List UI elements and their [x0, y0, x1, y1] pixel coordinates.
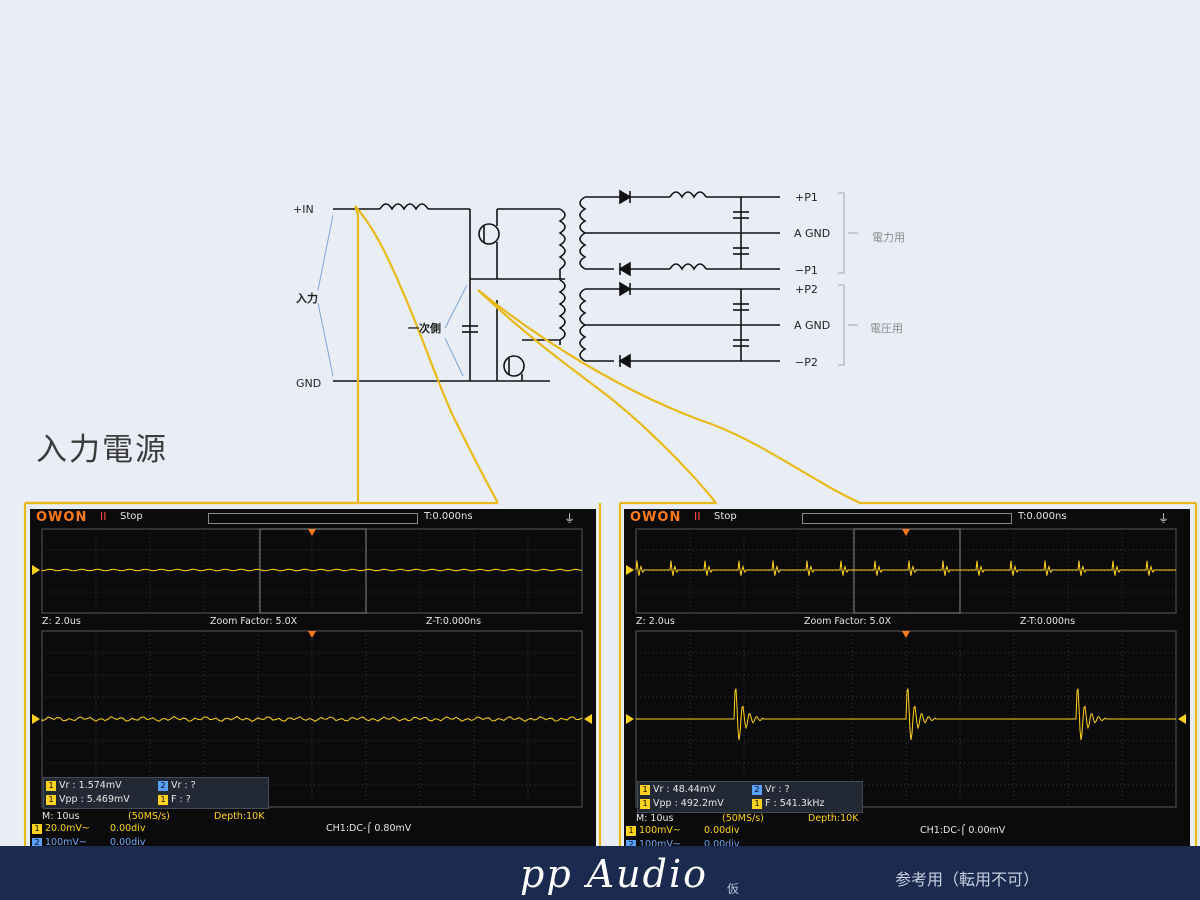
label-group-power: 電力用 — [872, 231, 905, 244]
ch1-offset: 0.00div — [704, 825, 740, 836]
label-output: A GND — [794, 319, 831, 332]
label-input: 入力 — [296, 292, 318, 305]
trigger-setting: CH1:DC-⌠ 0.00mV — [920, 825, 1006, 836]
main-time: M: 10us — [636, 813, 674, 824]
ch2-offset: 0.00div — [110, 837, 146, 848]
reference-note: 参考用（転用不可） — [895, 870, 1040, 889]
usb-icon: ⏚ — [564, 512, 575, 525]
label-plus-in: +IN — [293, 203, 314, 216]
zoom-time: Z: 2.0us — [42, 616, 81, 627]
trigger-position: T:0.000ns — [1018, 511, 1067, 522]
sample-rate: (50MS/s) — [722, 813, 764, 824]
usb-icon: ⏚ — [1158, 512, 1169, 525]
label-output: A GND — [794, 227, 831, 240]
oscilloscope-screen-right: OWON II Stop T:0.000ns ⏚ Z: 2.0us Zoom F… — [624, 509, 1190, 850]
scope-top-bar: OWON II Stop T:0.000ns ⏚ — [30, 509, 596, 527]
label-output: +P1 — [795, 191, 818, 204]
main-time: M: 10us — [42, 811, 80, 822]
label-output: −P1 — [795, 264, 818, 277]
section-title: 入力電源 — [36, 432, 168, 468]
run-state: Stop — [714, 511, 737, 522]
zoom-time: Z: 2.0us — [636, 616, 675, 627]
pause-icon: II — [100, 510, 107, 523]
owon-logo: OWON — [630, 510, 682, 525]
timebase-bar — [208, 513, 418, 524]
label-group-voltage: 電圧用 — [870, 322, 903, 335]
timebase-bar — [802, 513, 1012, 524]
trigger-position: T:0.000ns — [424, 511, 473, 522]
footer-bar — [0, 846, 1200, 900]
scope-top-bar: OWON II Stop T:0.000ns ⏚ — [624, 509, 1190, 527]
zoom-trigger-time: Z-T:0.000ns — [426, 616, 482, 627]
zoom-trigger-time: Z-T:0.000ns — [1020, 616, 1076, 627]
label-primary: 一次側 — [408, 322, 441, 335]
label-output: −P2 — [795, 356, 818, 369]
memory-depth: Depth:10K — [808, 813, 859, 824]
ch2-offset: 0.00div — [704, 839, 740, 850]
zoom-factor: Zoom Factor: 5.0X — [804, 616, 892, 627]
waveform-area — [626, 528, 1186, 808]
owon-logo: OWON — [36, 510, 88, 525]
oscilloscope-screen-left: OWON II Stop T:0.000ns ⏚ Z: 2.0us Zoom F… — [30, 509, 596, 849]
trigger-setting: CH1:DC-⌠ 0.80mV — [326, 823, 412, 834]
label-output: +P2 — [795, 283, 818, 296]
brand-sub: 仮 — [727, 882, 740, 896]
brand-logo: pp Audio — [520, 852, 709, 896]
label-gnd: GND — [296, 377, 322, 390]
ch1-offset: 0.00div — [110, 823, 146, 834]
sample-rate: (50MS/s) — [128, 811, 170, 822]
zoom-factor: Zoom Factor: 5.0X — [210, 616, 298, 627]
pause-icon: II — [694, 510, 701, 523]
memory-depth: Depth:10K — [214, 811, 265, 822]
run-state: Stop — [120, 511, 143, 522]
waveform-area — [32, 528, 592, 808]
